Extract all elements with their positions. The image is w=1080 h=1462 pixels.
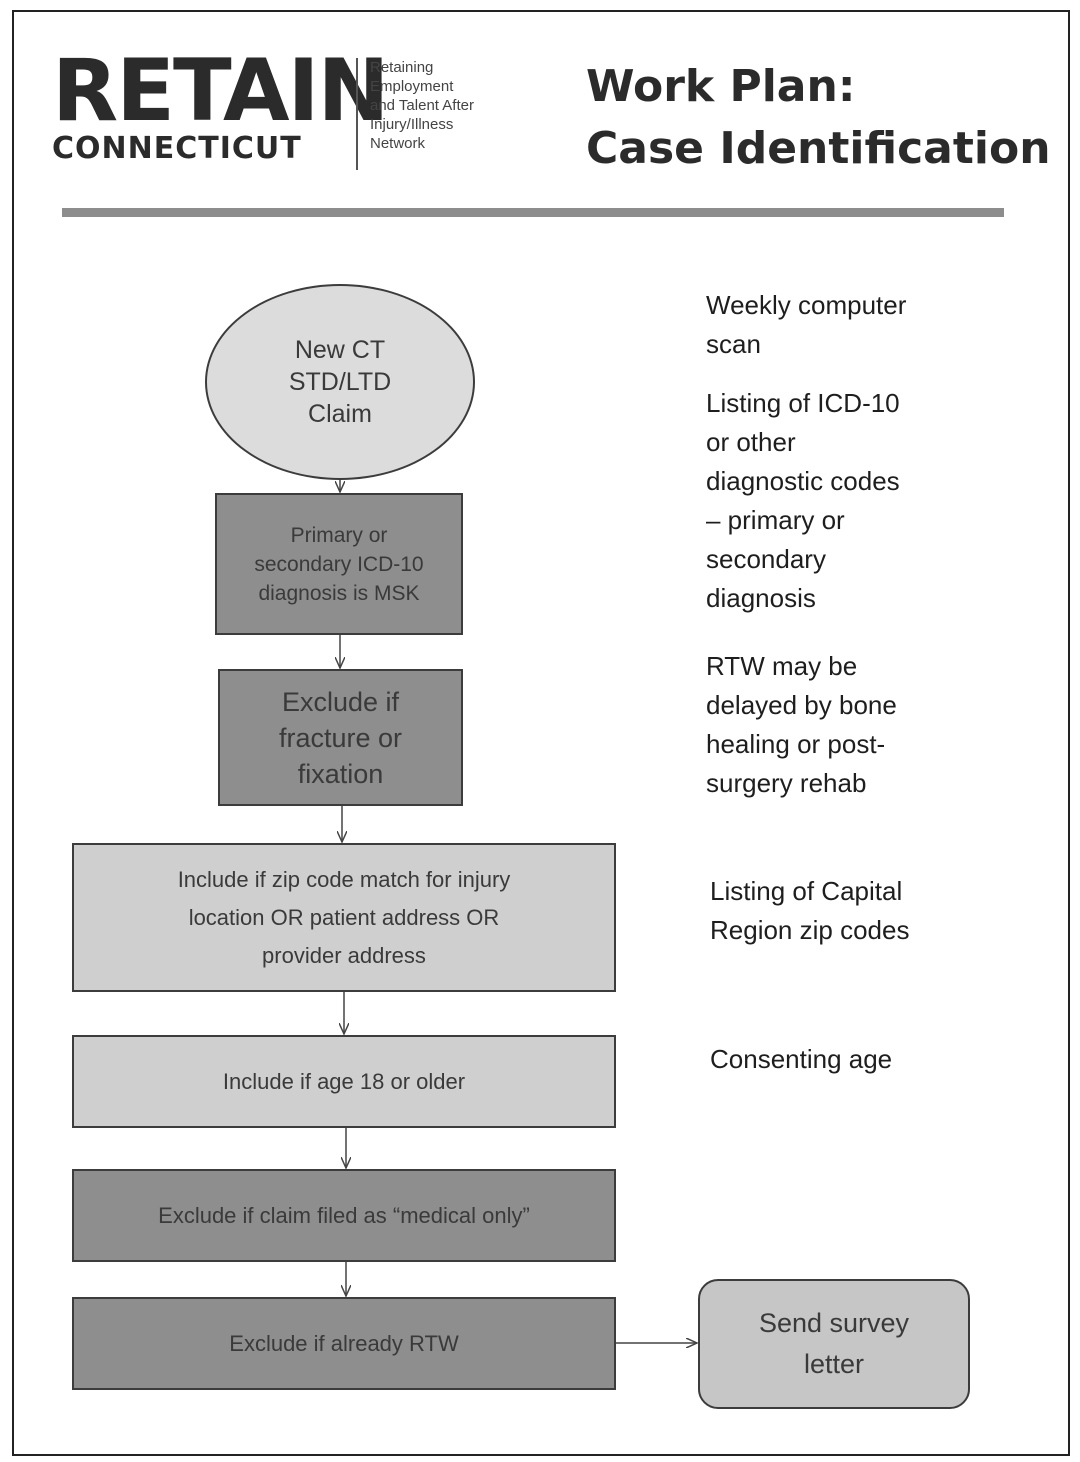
- node-line: Primary or: [290, 523, 388, 547]
- note-line: – primary or: [706, 505, 845, 535]
- step-exclude-already-rtw: Exclude if already RTW: [72, 1297, 616, 1390]
- step-exclude-fracture: Exclude if fracture or fixation: [218, 669, 463, 806]
- node-line: fixation: [297, 758, 384, 789]
- end-node-send-survey: Send survey letter: [698, 1279, 970, 1409]
- node-line: Exclude if already RTW: [229, 1330, 459, 1356]
- logo-retain-text: RETAIN: [52, 41, 389, 141]
- note-rtw-delay: RTW may be delayed by bone healing or po…: [706, 647, 897, 803]
- node-line: Claim: [308, 400, 372, 428]
- step-zip-code-match: Include if zip code match for injury loc…: [72, 843, 616, 992]
- step-age-18-or-older: Include if age 18 or older: [72, 1035, 616, 1128]
- node-line: location OR patient address OR: [188, 904, 500, 930]
- tagline-line: Network: [370, 135, 426, 152]
- note-line: Weekly computer: [706, 290, 907, 320]
- note-line: Region zip codes: [710, 915, 910, 945]
- note-line: surgery rehab: [706, 768, 867, 798]
- note-icd10-listing: Listing of ICD-10 or other diagnostic co…: [706, 384, 900, 618]
- step-exclude-medical-only: Exclude if claim filed as “medical only”: [72, 1169, 616, 1262]
- node-line: Exclude if claim filed as “medical only”: [158, 1202, 530, 1228]
- logo-connecticut-text: CONNECTICUT: [52, 131, 302, 166]
- tagline-line: Employment: [370, 78, 454, 95]
- note-line: or other: [706, 427, 796, 457]
- note-line: Listing of Capital: [710, 876, 903, 906]
- note-line: diagnostic codes: [706, 466, 900, 496]
- node-line: provider address: [262, 942, 426, 968]
- node-line: secondary ICD-10: [254, 552, 424, 576]
- note-line: healing or post-: [706, 729, 886, 759]
- node-line: diagnosis is MSK: [258, 581, 420, 605]
- note-line: diagnosis: [706, 583, 816, 613]
- logo-divider: [356, 58, 358, 170]
- note-line: delayed by bone: [706, 690, 897, 720]
- node-line: Send survey: [758, 1308, 910, 1338]
- note-line: secondary: [706, 544, 826, 574]
- step-icd10-msk: Primary or secondary ICD-10 diagnosis is…: [215, 493, 463, 635]
- logo-tagline: Retaining Employment and Talent After In…: [370, 58, 530, 153]
- node-line: Exclude if: [281, 686, 400, 717]
- node-line: New CT: [294, 336, 386, 364]
- note-line: scan: [706, 329, 761, 359]
- tagline-line: and Talent After: [370, 97, 474, 114]
- slide-frame: [12, 10, 1070, 1456]
- node-line: Include if age 18 or older: [222, 1068, 466, 1094]
- note-weekly-scan: Weekly computer scan: [706, 286, 906, 364]
- tagline-line: Retaining: [370, 59, 434, 76]
- title-divider: [62, 208, 1004, 217]
- start-node-new-claim: New CT STD/LTD Claim: [205, 284, 475, 480]
- note-line: RTW may be: [706, 651, 858, 681]
- note-zip-codes: Listing of Capital Region zip codes: [710, 872, 909, 950]
- note-consenting-age: Consenting age: [710, 1040, 892, 1079]
- note-line: Listing of ICD-10: [706, 388, 900, 418]
- node-line: fracture or: [278, 722, 403, 753]
- node-line: Include if zip code match for injury: [177, 866, 511, 892]
- title-line: Work Plan:: [586, 61, 856, 112]
- node-line: letter: [803, 1349, 865, 1379]
- tagline-line: Injury/Illness: [370, 116, 454, 133]
- note-line: Consenting age: [710, 1044, 893, 1074]
- title-line: Case Identification: [586, 123, 1051, 174]
- node-line: STD/LTD: [288, 368, 392, 396]
- page-title: Work Plan: Case Identification: [586, 56, 1051, 180]
